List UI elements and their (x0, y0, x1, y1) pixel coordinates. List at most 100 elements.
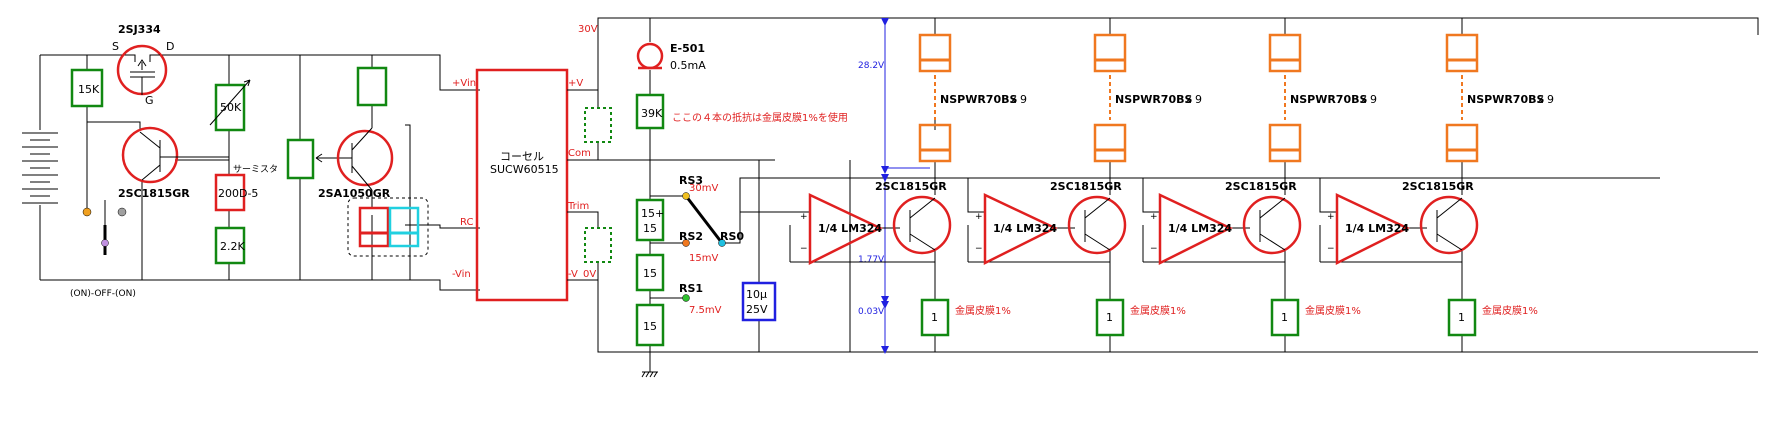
led-string: NSPWR70BS x 9 (1093, 33, 1202, 163)
svg-text:+: + (975, 212, 983, 222)
thermistor: サーミスタ 200D-5 (214, 164, 278, 212)
svg-text:7.5mV: 7.5mV (689, 305, 722, 316)
opamp: 1/4 LM324 + − (1327, 193, 1410, 266)
svg-text:1/4 LM324: 1/4 LM324 (993, 222, 1057, 235)
svg-text:NSPWR70BS: NSPWR70BS (940, 93, 1017, 106)
svg-text:1/4 LM324: 1/4 LM324 (818, 222, 882, 235)
transistor-q2: 2SA1050GR (318, 127, 394, 200)
potentiometer (286, 138, 340, 180)
svg-text:x 9: x 9 (1185, 93, 1202, 106)
svg-text:0V: 0V (583, 269, 596, 280)
svg-text:15+: 15+ (641, 207, 664, 220)
svg-text:x 9: x 9 (1537, 93, 1554, 106)
opamp: 1/4 LM324 + − (800, 193, 883, 266)
svg-text:28.2V: 28.2V (858, 61, 885, 71)
optional-cap-top (584, 107, 612, 143)
svg-text:金属皮膜1%: 金属皮膜1% (1305, 304, 1361, 317)
led-string: NSPWR70BS x 9 (918, 33, 1027, 163)
svg-text:NSPWR70BS: NSPWR70BS (1290, 93, 1367, 106)
svg-text:RS1: RS1 (679, 282, 703, 295)
svg-text:1/4 LM324: 1/4 LM324 (1345, 222, 1409, 235)
svg-text:E-501: E-501 (670, 42, 705, 55)
transistor-q1: 2SC1815GR (118, 126, 229, 200)
svg-text:サーミスタ: サーミスタ (233, 164, 278, 175)
range-selector: RS3 30mV RS2 15mV RS1 7.5mV RS0 (679, 174, 744, 316)
svg-text:+: + (1150, 212, 1158, 222)
svg-text:RC: RC (460, 217, 473, 228)
svg-text:G: G (145, 94, 154, 107)
svg-text:15mV: 15mV (689, 253, 718, 264)
ground-symbol (641, 371, 658, 378)
svg-text:RS0: RS0 (720, 230, 744, 243)
opamp: 1/4 LM324 + − (975, 193, 1058, 266)
resistor-39k: 39K (635, 93, 665, 130)
transistor: 2SC1815GR (875, 180, 952, 255)
capacitor-10u: 10μ 25V (741, 281, 777, 322)
opamp: 1/4 LM324 + − (1150, 193, 1233, 266)
svg-text:x 9: x 9 (1010, 93, 1027, 106)
channel-3: NSPWR70BS x 9 1/4 LM324 + − 2SC1815GR 1 … (1142, 18, 1377, 352)
transistor: 2SC1815GR (1225, 180, 1302, 255)
svg-text:金属皮膜1%: 金属皮膜1% (1482, 304, 1538, 317)
transistor: 2SC1815GR (1050, 180, 1127, 255)
svg-text:S: S (112, 40, 119, 53)
svg-text:30mV: 30mV (689, 183, 718, 194)
svg-text:-Vin: -Vin (452, 269, 471, 280)
transistor: 2SC1815GR (1402, 180, 1479, 255)
resistor-15a: 15 (635, 253, 665, 292)
svg-text:+: + (1327, 212, 1335, 222)
sense-resistor: 1 金属皮膜1% (1270, 298, 1361, 337)
dcdc-module: コーセル SUCW60515 +Vin RC -Vin +V Com Trim … (452, 68, 596, 302)
svg-text:Trim: Trim (567, 201, 589, 212)
svg-text:SUCW60515: SUCW60515 (490, 163, 559, 176)
svg-text:2SC1815GR: 2SC1815GR (1050, 180, 1122, 193)
svg-text:+V: +V (568, 78, 583, 89)
svg-text:2SC1815GR: 2SC1815GR (1225, 180, 1297, 193)
led-string: NSPWR70BS x 9 (1445, 33, 1554, 163)
channel-2: NSPWR70BS x 9 1/4 LM324 + − 2SC1815GR 1 … (967, 18, 1202, 352)
svg-text:−: − (800, 244, 808, 254)
svg-text:(ON)-OFF-(ON): (ON)-OFF-(ON) (70, 289, 136, 299)
optional-cap-bottom (584, 227, 612, 263)
svg-text:−: − (975, 244, 983, 254)
svg-text:50K: 50K (220, 101, 242, 114)
svg-text:−: − (1150, 244, 1158, 254)
svg-text:15: 15 (643, 320, 657, 333)
svg-text:金属皮膜1%: 金属皮膜1% (955, 304, 1011, 317)
svg-text:1/4 LM324: 1/4 LM324 (1168, 222, 1232, 235)
resistor-15b: 15 (635, 303, 665, 347)
vr-50k: 50K (209, 79, 251, 132)
svg-text:1: 1 (1458, 311, 1465, 324)
svg-text:2SC1815GR: 2SC1815GR (875, 180, 947, 193)
svg-text:NSPWR70BS: NSPWR70BS (1467, 93, 1544, 106)
svg-text:x 9: x 9 (1360, 93, 1377, 106)
svg-text:-V: -V (568, 269, 578, 280)
svg-text:2SC1815GR: 2SC1815GR (1402, 180, 1474, 193)
svg-text:RS2: RS2 (679, 230, 703, 243)
svg-text:1: 1 (931, 311, 938, 324)
toggle-switch: (ON)-OFF-(ON) (70, 207, 136, 299)
svg-text:+: + (800, 212, 808, 222)
svg-text:Com: Com (568, 148, 591, 159)
svg-text:15: 15 (643, 222, 657, 235)
svg-text:1: 1 (1281, 311, 1288, 324)
rail-30v-label: 30V (578, 24, 598, 35)
svg-text:−: − (1327, 244, 1335, 254)
right-wires (567, 17, 1759, 372)
svg-text:D: D (166, 40, 174, 53)
sense-note: ここの４本の抵抗は金属皮膜1%を使用 (672, 111, 848, 124)
svg-text:0.03V: 0.03V (858, 307, 885, 317)
svg-text:1.77V: 1.77V (858, 255, 885, 265)
voltage-annotations: 28.2V 1.77V 0.03V (858, 18, 930, 354)
svg-text:25V: 25V (746, 303, 768, 316)
resistor-15k: 15K (70, 68, 104, 108)
bicolor-led (347, 197, 429, 257)
sense-resistor: 1 金属皮膜1% (920, 298, 1011, 337)
svg-text:2SA1050GR: 2SA1050GR (318, 187, 391, 200)
svg-text:0.5mA: 0.5mA (670, 59, 706, 72)
crd-e501: E-501 0.5mA (636, 42, 706, 72)
resistor-2k2: 2.2K (214, 226, 245, 265)
svg-text:200D-5: 200D-5 (218, 187, 258, 200)
channel-1: NSPWR70BS x 9 1/4 LM324 + − 2SC1815GR 1 … (789, 18, 1027, 352)
